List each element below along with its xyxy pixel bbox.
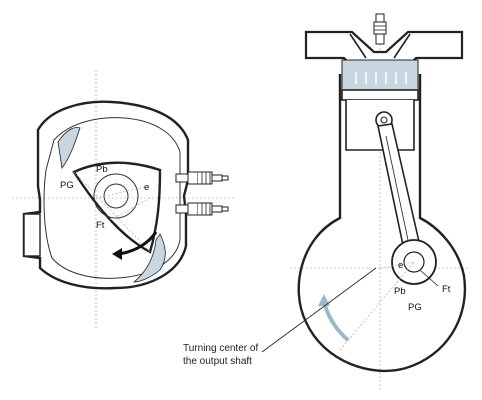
rotary-label-pb: Pb — [96, 164, 108, 175]
spark-plug-top — [373, 13, 387, 45]
rotary-housing — [22, 100, 190, 290]
spark-plug-upper — [175, 171, 229, 185]
rotary-combustion-shade-bottom — [132, 233, 166, 283]
piston-label-pb: Pb — [394, 286, 406, 297]
piston-label-pg: PG — [408, 302, 422, 313]
rotary-rotor — [72, 161, 162, 254]
crank-rotation-arrowhead — [318, 294, 330, 306]
rotary-engine: PG Pb e Ft — [12, 70, 236, 330]
rotor-eccentric-line-a — [73, 171, 151, 253]
crank-counterweight-line — [419, 269, 439, 287]
crank-throw-line — [379, 261, 415, 269]
caption-line-2: the output shaft — [183, 356, 252, 367]
intake-valve — [349, 33, 367, 59]
spark-plug-lower — [175, 202, 229, 216]
rotary-label-e: e — [144, 182, 149, 193]
rotary-label-ft: Ft — [96, 220, 105, 231]
rotor-output-shaft — [103, 183, 129, 209]
rotor-eccentric-line-c — [109, 197, 151, 221]
crank-pin — [403, 251, 425, 273]
piston-label-e: e — [398, 260, 403, 271]
intake-exhaust-manifold — [304, 30, 464, 76]
output-shaft-caption: Turning center of the output shaft — [183, 267, 377, 367]
piston-label-ft: Ft — [442, 284, 451, 295]
wrist-pin-center — [380, 116, 388, 124]
combustion-chamber-marks — [355, 72, 407, 84]
cylinder-and-crankcase — [297, 74, 467, 373]
exhaust-valve — [393, 33, 411, 59]
caption-leader-line — [261, 267, 377, 353]
crank-radial-line — [339, 261, 415, 351]
caption-line-1: Turning center of — [183, 343, 258, 354]
connecting-rod-center-line — [385, 135, 409, 241]
rotor-rotation-arrowhead — [112, 248, 122, 260]
rotary-label-pg: PG — [60, 180, 74, 191]
rotor-internal-gear — [93, 173, 139, 219]
reciprocating-engine: e Pb Ft PG — [290, 13, 470, 390]
rotor-eccentric-line-b — [95, 185, 151, 199]
rotary-intake-port — [23, 213, 41, 257]
piston-crown — [341, 89, 419, 101]
rotary-combustion-shade-top — [57, 127, 81, 169]
